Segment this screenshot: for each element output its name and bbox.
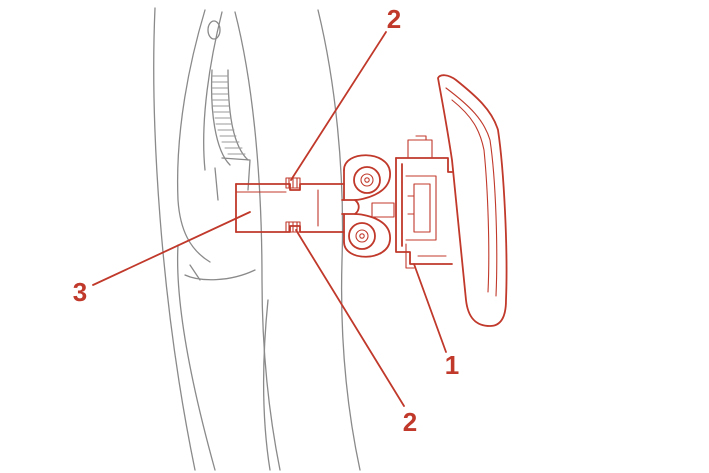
lower-bolt <box>285 221 301 233</box>
hinge-body-block <box>235 183 345 233</box>
callout-label-2-bottom: 2 <box>403 407 417 437</box>
ribbed-seal-strip <box>210 69 251 201</box>
lower-pivot-pin <box>348 222 376 250</box>
leader-lines <box>92 31 447 407</box>
leader-1 <box>413 263 447 353</box>
callout-label-2-top: 2 <box>387 4 401 34</box>
hinge-bracket <box>395 135 453 269</box>
upper-bolt <box>285 177 301 189</box>
callout-label-1: 1 <box>445 350 459 380</box>
door-edge-panel <box>437 74 508 327</box>
hinge-knuckles <box>341 154 395 258</box>
leader-2-top <box>290 31 387 181</box>
leader-3 <box>92 211 251 286</box>
callout-label-3: 3 <box>73 277 87 307</box>
leader-2-bottom <box>295 229 405 407</box>
door-pillar-outline <box>153 7 361 471</box>
upper-pivot-pin <box>353 166 381 194</box>
